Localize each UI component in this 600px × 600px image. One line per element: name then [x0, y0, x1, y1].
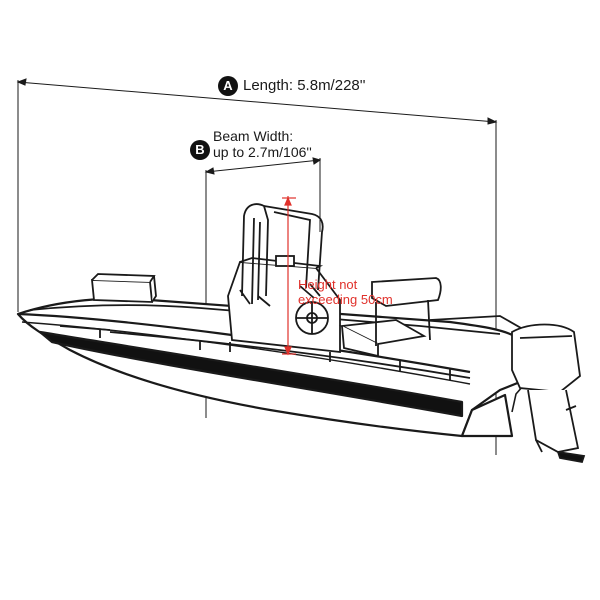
beam-dimension: [204, 157, 322, 418]
height-marker: [282, 196, 296, 356]
beam-label-line1: Beam Width:: [213, 128, 294, 144]
helm-seat: [338, 277, 442, 358]
center-console: [227, 255, 341, 354]
length-label: Length: 5.8m/228'': [243, 77, 366, 94]
outboard-motor: [511, 323, 586, 464]
beam-label-line2: up to 2.7m/106'': [213, 144, 312, 160]
t-top-frame: [239, 203, 324, 307]
length-marker-badge: A: [218, 76, 238, 96]
height-label-line2: exceeding 50cm: [298, 292, 393, 307]
deck-rails: [29, 304, 530, 380]
height-label-line1: Height not: [298, 277, 358, 292]
front-cooler: [91, 273, 157, 303]
beam-marker-badge: B: [190, 140, 210, 160]
